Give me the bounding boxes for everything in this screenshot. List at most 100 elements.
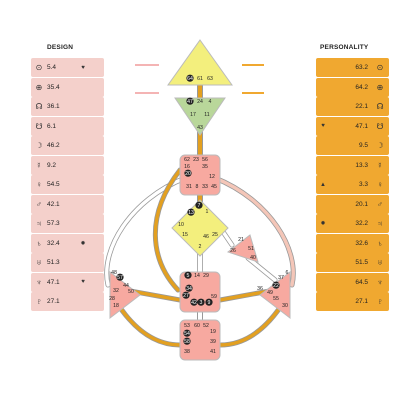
gate-29: 29 — [203, 273, 209, 279]
design-value: 36.1 — [47, 103, 60, 110]
fixing-icon: ▲ — [320, 181, 326, 188]
gate-53: 53 — [184, 323, 190, 329]
earth-icon: ⊕ — [35, 82, 43, 92]
gate-17: 17 — [190, 112, 196, 118]
gate-34: 34 — [186, 286, 192, 292]
gate-marker — [186, 97, 194, 105]
gate-64: 64 — [187, 76, 193, 82]
personality-arrow-top — [242, 64, 264, 66]
jupiter-icon: ♃ — [377, 219, 383, 228]
neptune-icon: ♆ — [377, 277, 383, 287]
gate-marker — [182, 291, 190, 299]
head-center — [167, 39, 233, 86]
gate-27: 27 — [183, 293, 189, 299]
gate-16: 16 — [184, 164, 190, 170]
venus-icon: ♀ — [377, 180, 383, 189]
personality-column: 63.2⊙64.2⊕22.1☊♥47.1☋9.5☽13.3☿▲3.3♀20.1♂… — [316, 58, 389, 312]
gate-43: 43 — [197, 125, 203, 131]
saturn-icon: ♄ — [36, 238, 42, 248]
gate-marker — [184, 271, 192, 279]
design-value: 51.3 — [47, 259, 60, 266]
gate-22: 22 — [273, 283, 279, 289]
gate-4: 4 — [209, 99, 212, 105]
design-row-7: ♂ 42.1 — [31, 194, 104, 214]
design-value: 54.5 — [47, 181, 60, 188]
gate-20: 20 — [185, 171, 191, 177]
gate-49: 49 — [267, 290, 273, 296]
design-value: 57.3 — [47, 220, 60, 227]
moon-icon: ☽ — [376, 141, 384, 150]
personality-row-0: 63.2⊙ — [316, 58, 389, 77]
personality-value: 47.1 — [355, 122, 368, 130]
design-row-8: ♃57.3 — [31, 214, 104, 233]
design-value: 32.4 — [47, 239, 60, 247]
gate-15: 15 — [182, 232, 188, 238]
venus-icon: ♀ — [36, 180, 42, 189]
gate-61: 61 — [197, 76, 203, 82]
personality-value: 63.2 — [355, 64, 368, 71]
north-node-icon: ☊ — [376, 102, 384, 111]
design-value: 35.4 — [47, 83, 60, 91]
design-row-9: ♄32.4✹ — [31, 233, 104, 253]
gate-marker — [205, 298, 213, 306]
design-value: 47.1 — [47, 278, 60, 286]
gate-18: 18 — [113, 303, 119, 309]
root-center — [179, 319, 221, 361]
design-row-6: ♀ 54.5 — [31, 175, 104, 194]
personality-value: 9.5 — [358, 142, 368, 149]
gate-marker — [183, 329, 191, 337]
personality-value: 22.1 — [355, 103, 368, 110]
gate-39: 39 — [210, 339, 216, 345]
gate-marker — [187, 208, 195, 216]
design-value: 27.1 — [47, 298, 60, 305]
fixing-icon: ✹ — [320, 221, 326, 227]
gate-5: 5 — [187, 273, 190, 279]
gate-marker — [184, 169, 192, 177]
gate-marker — [190, 298, 198, 306]
uranus-icon: ♅ — [377, 258, 383, 267]
gate-44: 44 — [123, 283, 129, 289]
personality-value: 32.2 — [355, 220, 368, 227]
personality-row-9: 32.6 ♄ — [316, 233, 389, 253]
gate-59: 59 — [211, 294, 217, 300]
personality-arrow-bottom — [242, 92, 264, 94]
design-value: 42.1 — [47, 200, 60, 208]
design-value: 46.2 — [47, 142, 60, 149]
gate-9: 9 — [208, 300, 211, 306]
personality-value: 64.2 — [355, 83, 368, 91]
fixing-icon: ♥ — [81, 279, 85, 285]
sun-icon: ⊙ — [35, 63, 43, 72]
personality-value: 13.3 — [355, 161, 368, 169]
gate-46: 46 — [203, 234, 209, 240]
design-arrow-bottom — [135, 92, 159, 94]
design-value: 5.4 — [47, 64, 57, 71]
gate-marker — [197, 298, 205, 306]
personality-value: 20.1 — [355, 200, 368, 208]
design-value: 6.1 — [47, 122, 57, 130]
gate-marker — [195, 201, 203, 209]
gate-56: 56 — [202, 157, 208, 163]
gate-7: 7 — [198, 203, 201, 209]
gate-35: 35 — [202, 164, 208, 170]
g-center — [171, 199, 229, 257]
gate-11: 11 — [204, 112, 209, 118]
mars-icon: ♂ — [36, 199, 42, 209]
personality-title: PERSONALITY — [320, 44, 369, 51]
design-row-2: ☊36.1 — [31, 97, 104, 116]
gate-24: 24 — [197, 99, 203, 105]
gate-63: 63 — [207, 76, 213, 82]
gate-47: 47 — [187, 99, 193, 105]
personality-value: 32.6 — [355, 239, 368, 247]
gate-54: 54 — [184, 331, 190, 337]
gate-36: 36 — [257, 286, 263, 292]
personality-row-8: ✹ 32.2 ♃ — [316, 214, 389, 233]
gate-62: 62 — [184, 157, 190, 163]
south-node-icon: ☋ — [376, 121, 384, 131]
pluto-icon: ♇ — [36, 297, 42, 306]
saturn-icon: ♄ — [377, 238, 383, 248]
fixing-icon: ♥ — [321, 123, 325, 129]
gate-40: 40 — [250, 255, 256, 261]
gate-41: 41 — [210, 349, 216, 355]
gate-8: 8 — [196, 184, 199, 190]
